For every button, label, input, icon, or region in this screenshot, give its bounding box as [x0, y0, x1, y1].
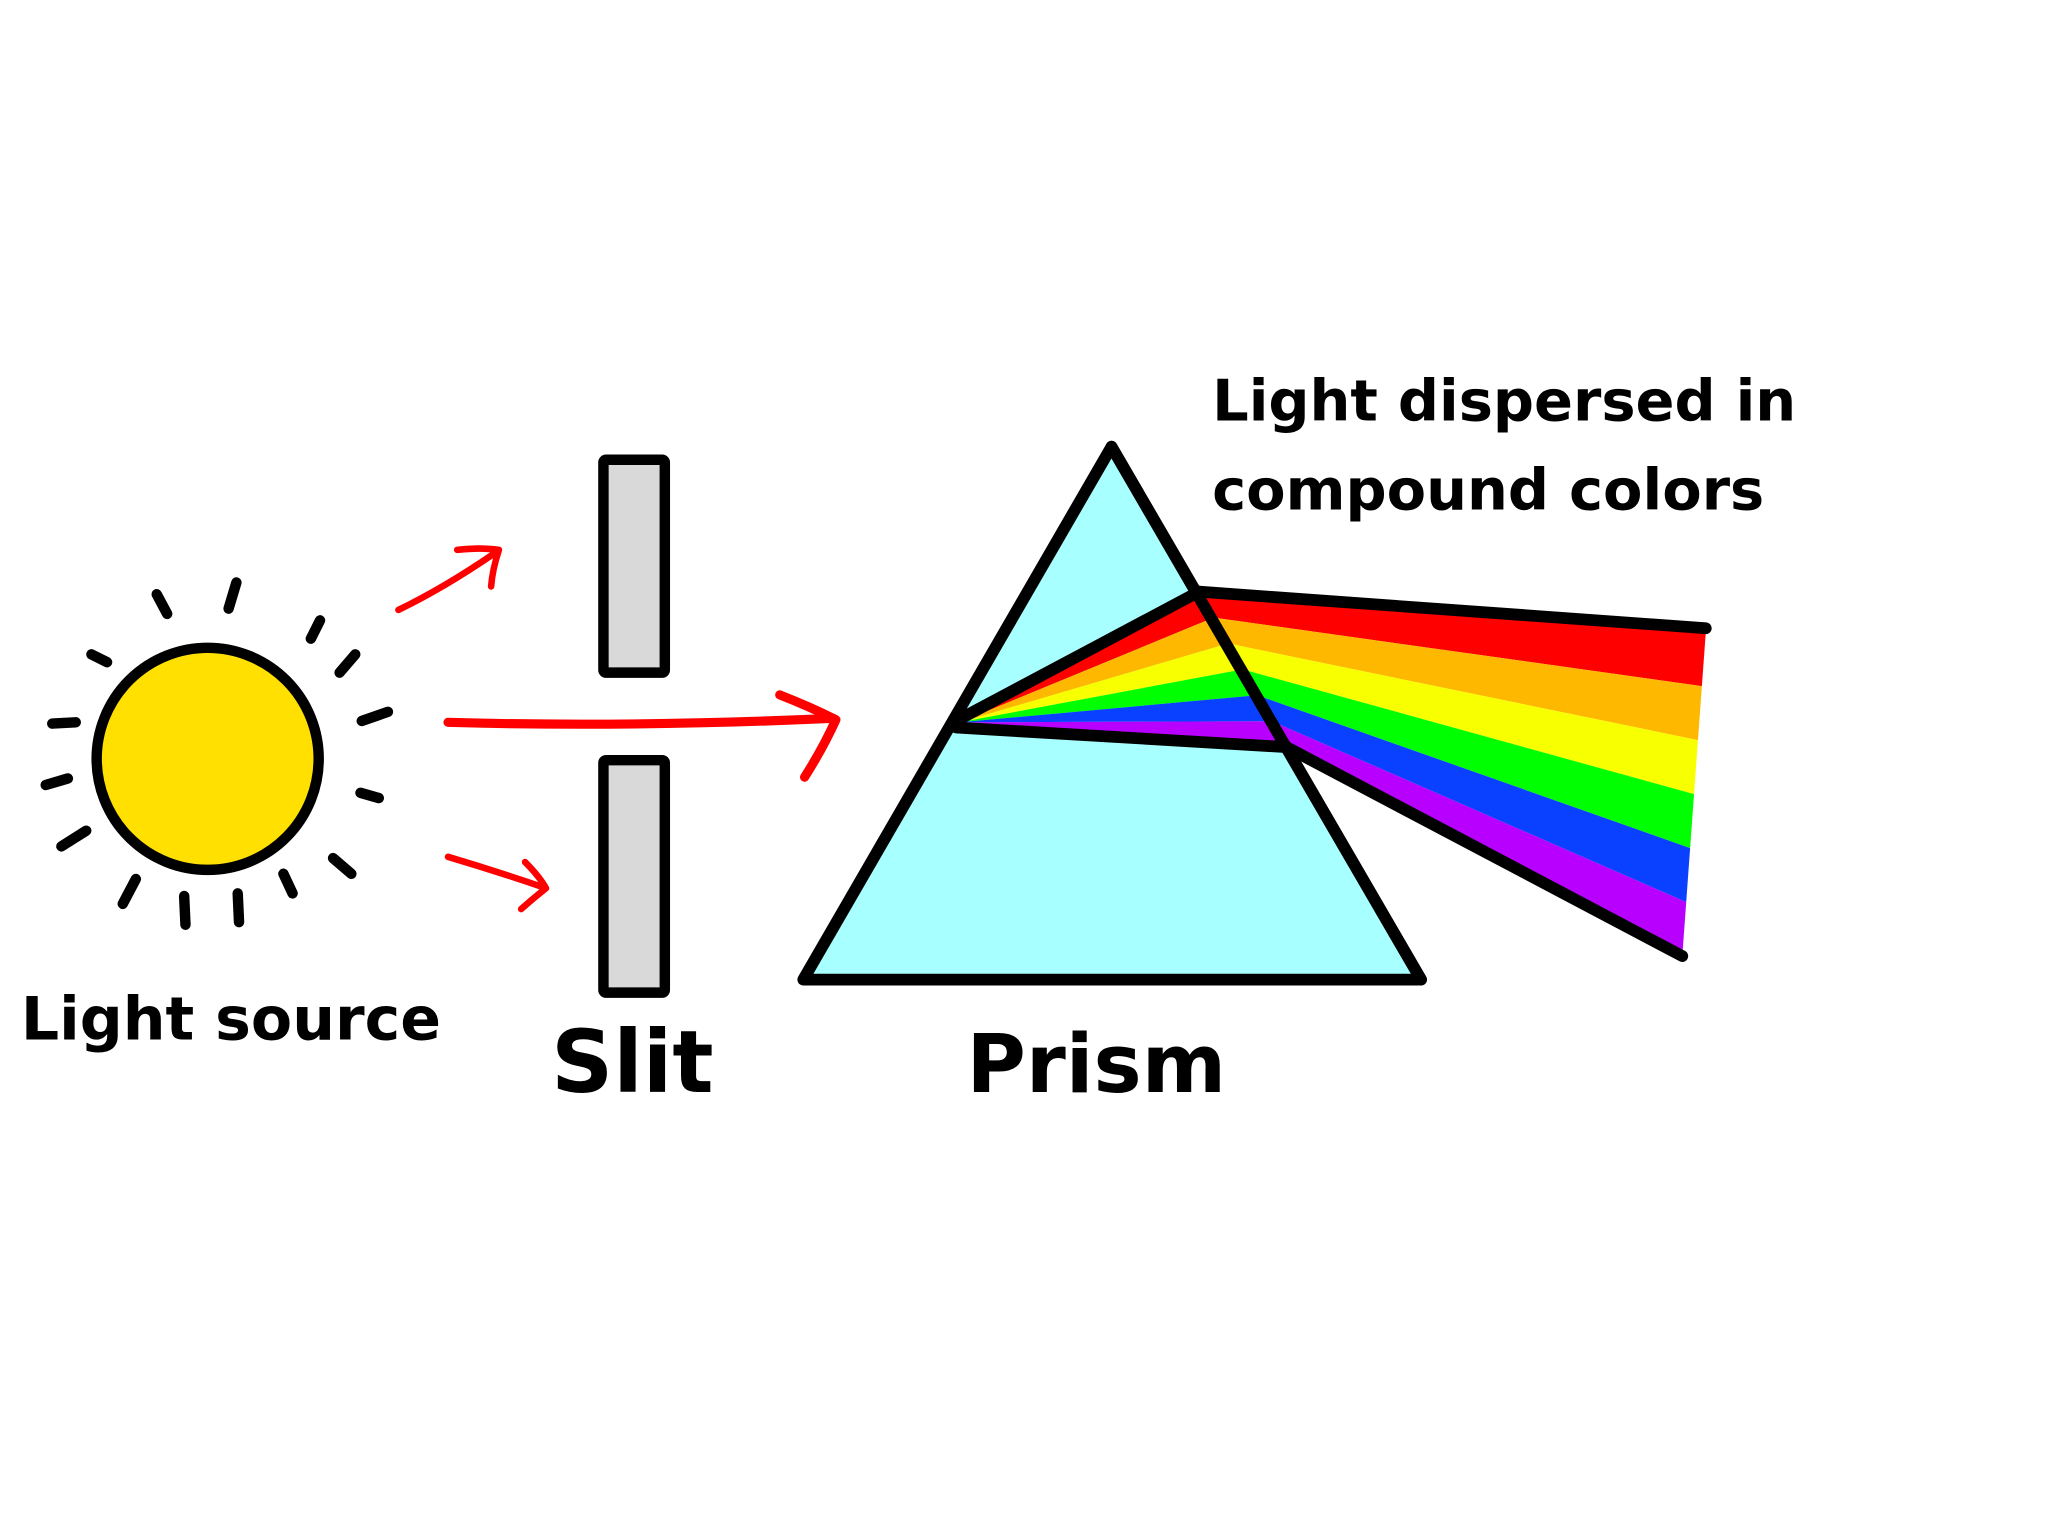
sun-icon [91, 642, 324, 876]
prism-label: Prism [967, 1018, 1227, 1112]
sun-ray [40, 773, 74, 791]
beam-lower-edge-inside [950, 721, 1293, 753]
sun-ray [223, 577, 242, 614]
spectrum-band [1213, 617, 1702, 741]
beam-upper-edge-outside [1193, 585, 1712, 635]
deflected-ray-down-arrow [444, 853, 550, 913]
light-source-label: Light source [21, 985, 441, 1055]
sun-ray [178, 890, 191, 930]
sun-ray [334, 649, 361, 678]
slit [598, 454, 671, 998]
sun-ray [305, 615, 326, 644]
sun-ray [47, 717, 81, 729]
spectrum-band [1257, 695, 1691, 903]
sun-ray [232, 888, 245, 928]
prism-exit-face [1105, 440, 1427, 986]
sun-ray [151, 589, 173, 620]
spectrum-band-inside [960, 669, 1258, 723]
sun-rays [40, 577, 394, 930]
sun-ray [117, 873, 142, 910]
beam-outlines [950, 440, 1712, 986]
beam-upper-edge-inside [950, 585, 1205, 727]
spectrum-band [1199, 591, 1706, 687]
spectrum-band-inside [960, 695, 1272, 723]
spectrum-band-inside [960, 617, 1229, 723]
sun-ray [356, 706, 394, 727]
sun-ray [355, 787, 384, 804]
sun-ray [278, 868, 298, 899]
deflected-ray-up-arrow [395, 545, 503, 614]
beam-lower-edge-outside [1280, 741, 1689, 962]
dispersed-label-line2: compound colors [1212, 456, 1764, 523]
sun-ray [86, 649, 113, 668]
sun-ray [56, 825, 92, 852]
spectrum-band-inside [960, 643, 1243, 723]
light-source [40, 577, 394, 930]
spectrum-band [1242, 669, 1695, 849]
slit-upper-plate [598, 454, 671, 678]
spectrum-band [1228, 643, 1698, 795]
slit-label: Slit [551, 1013, 713, 1113]
main-light-ray-arrow [443, 690, 841, 782]
slit-lower-plate [598, 754, 671, 998]
sun-ray [327, 852, 357, 880]
dispersed-label-line1: Light dispersed in [1212, 368, 1796, 435]
